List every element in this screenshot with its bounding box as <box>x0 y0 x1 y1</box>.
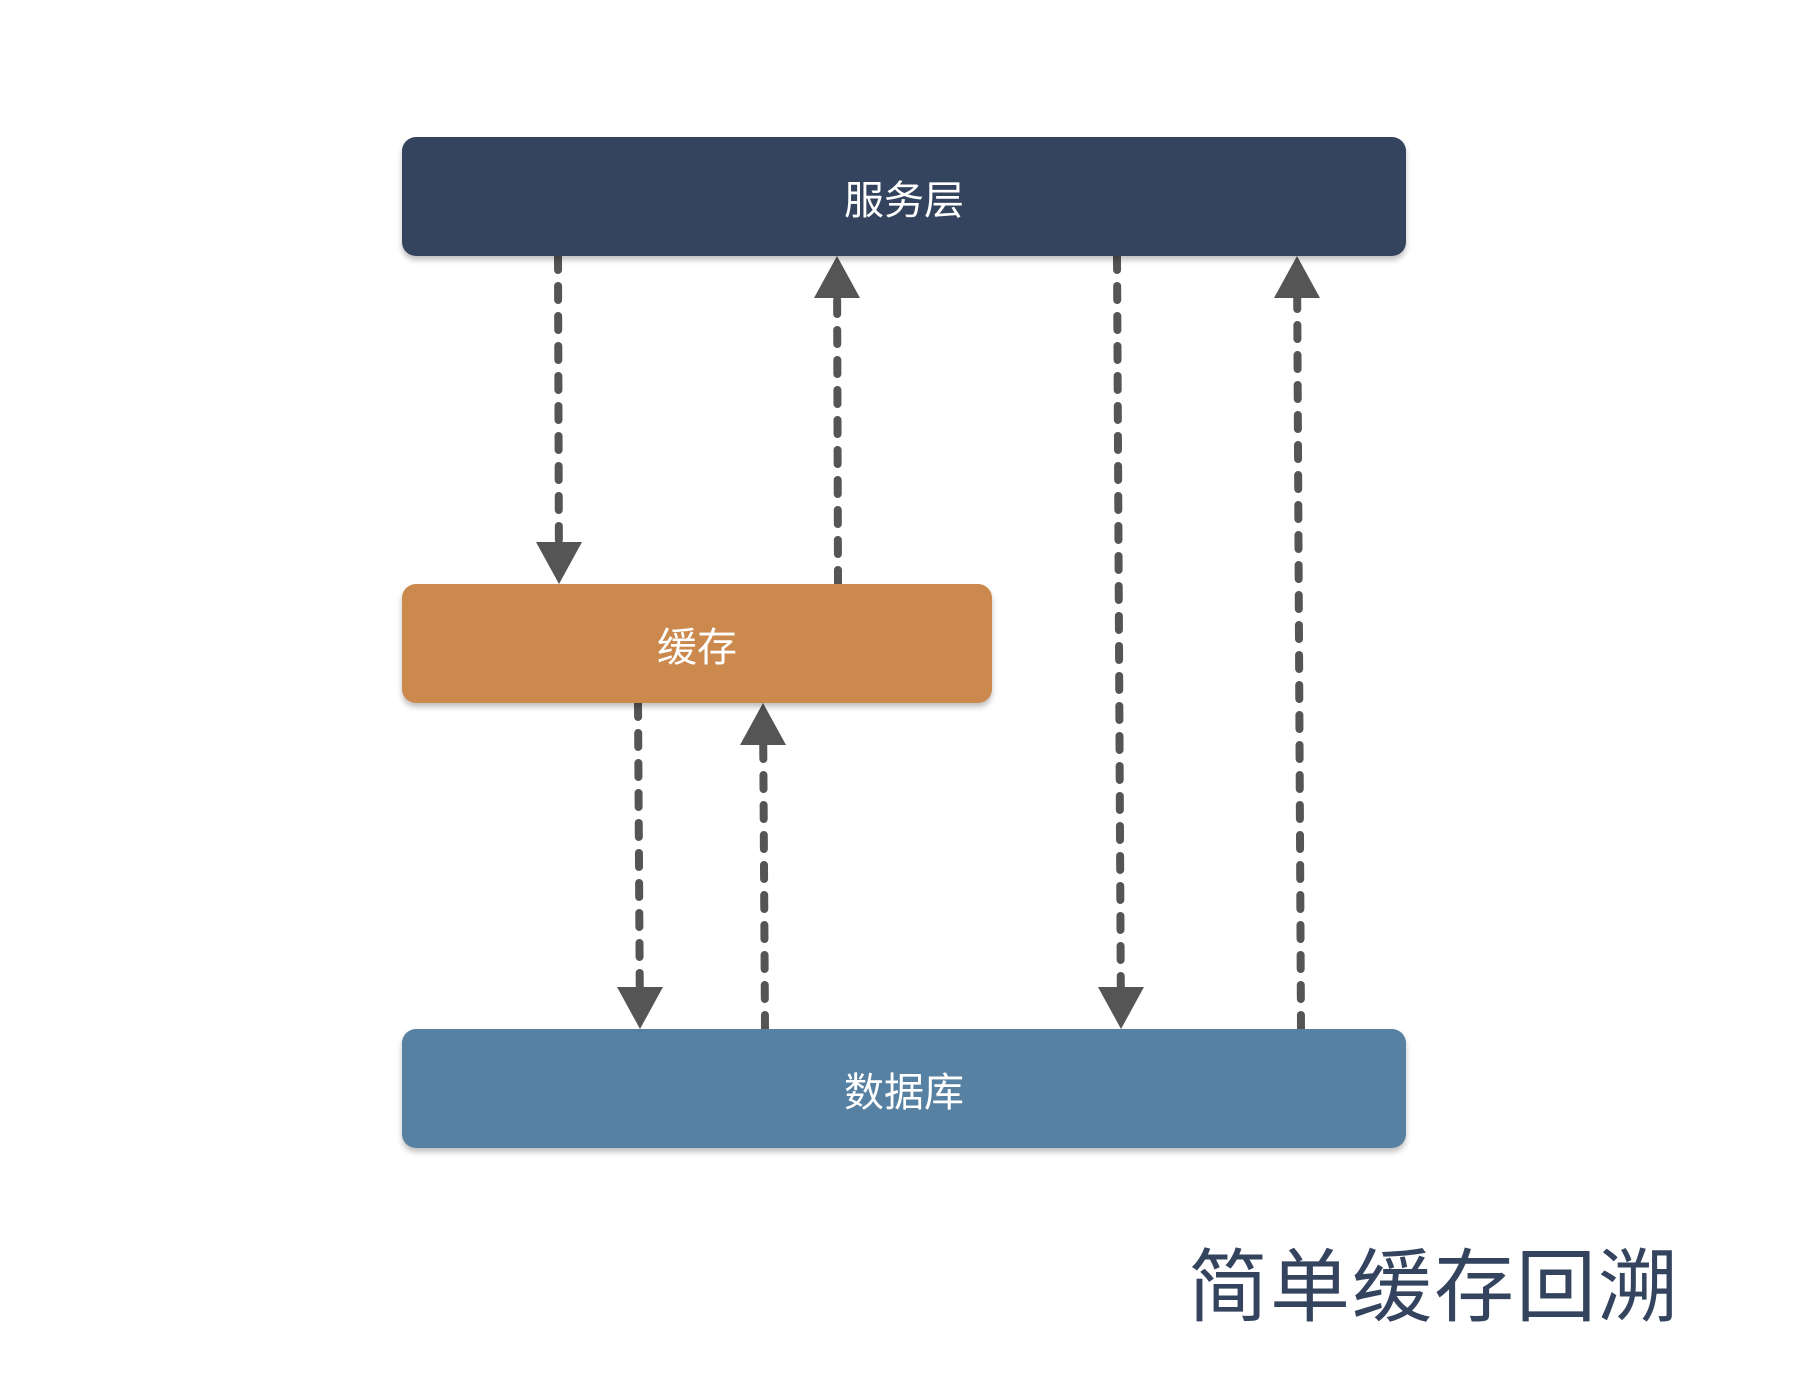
arrow-service-to-database <box>1098 252 1144 1029</box>
dashed-connector <box>833 294 842 588</box>
arrow-service-to-cache <box>536 252 582 584</box>
arrow-database-to-cache <box>740 703 786 1033</box>
database-box: 数据库 <box>402 1029 1406 1148</box>
service-layer-box: 服务层 <box>402 137 1406 256</box>
dashed-connector <box>759 741 769 1033</box>
arrow-cache-to-database <box>617 699 663 1029</box>
dashed-connector <box>634 699 644 991</box>
dashed-connector <box>1293 294 1305 1033</box>
arrowhead-down-icon <box>1098 987 1144 1029</box>
cache-box: 缓存 <box>402 584 992 703</box>
service-layer-label: 服务层 <box>844 177 964 224</box>
arrowhead-up-icon <box>1274 256 1320 298</box>
database-label: 数据库 <box>844 1069 964 1116</box>
diagram-caption: 简单缓存回溯 <box>1188 1241 1680 1334</box>
arrowhead-up-icon <box>814 256 860 298</box>
dashed-connector <box>554 252 563 546</box>
arrowhead-up-icon <box>740 703 786 745</box>
dashed-connector <box>1113 252 1125 991</box>
arrow-cache-to-service <box>814 256 860 588</box>
arrowhead-down-icon <box>617 987 663 1029</box>
arrow-database-to-service <box>1274 256 1320 1033</box>
cache-label: 缓存 <box>657 624 737 671</box>
arrowhead-down-icon <box>536 542 582 584</box>
